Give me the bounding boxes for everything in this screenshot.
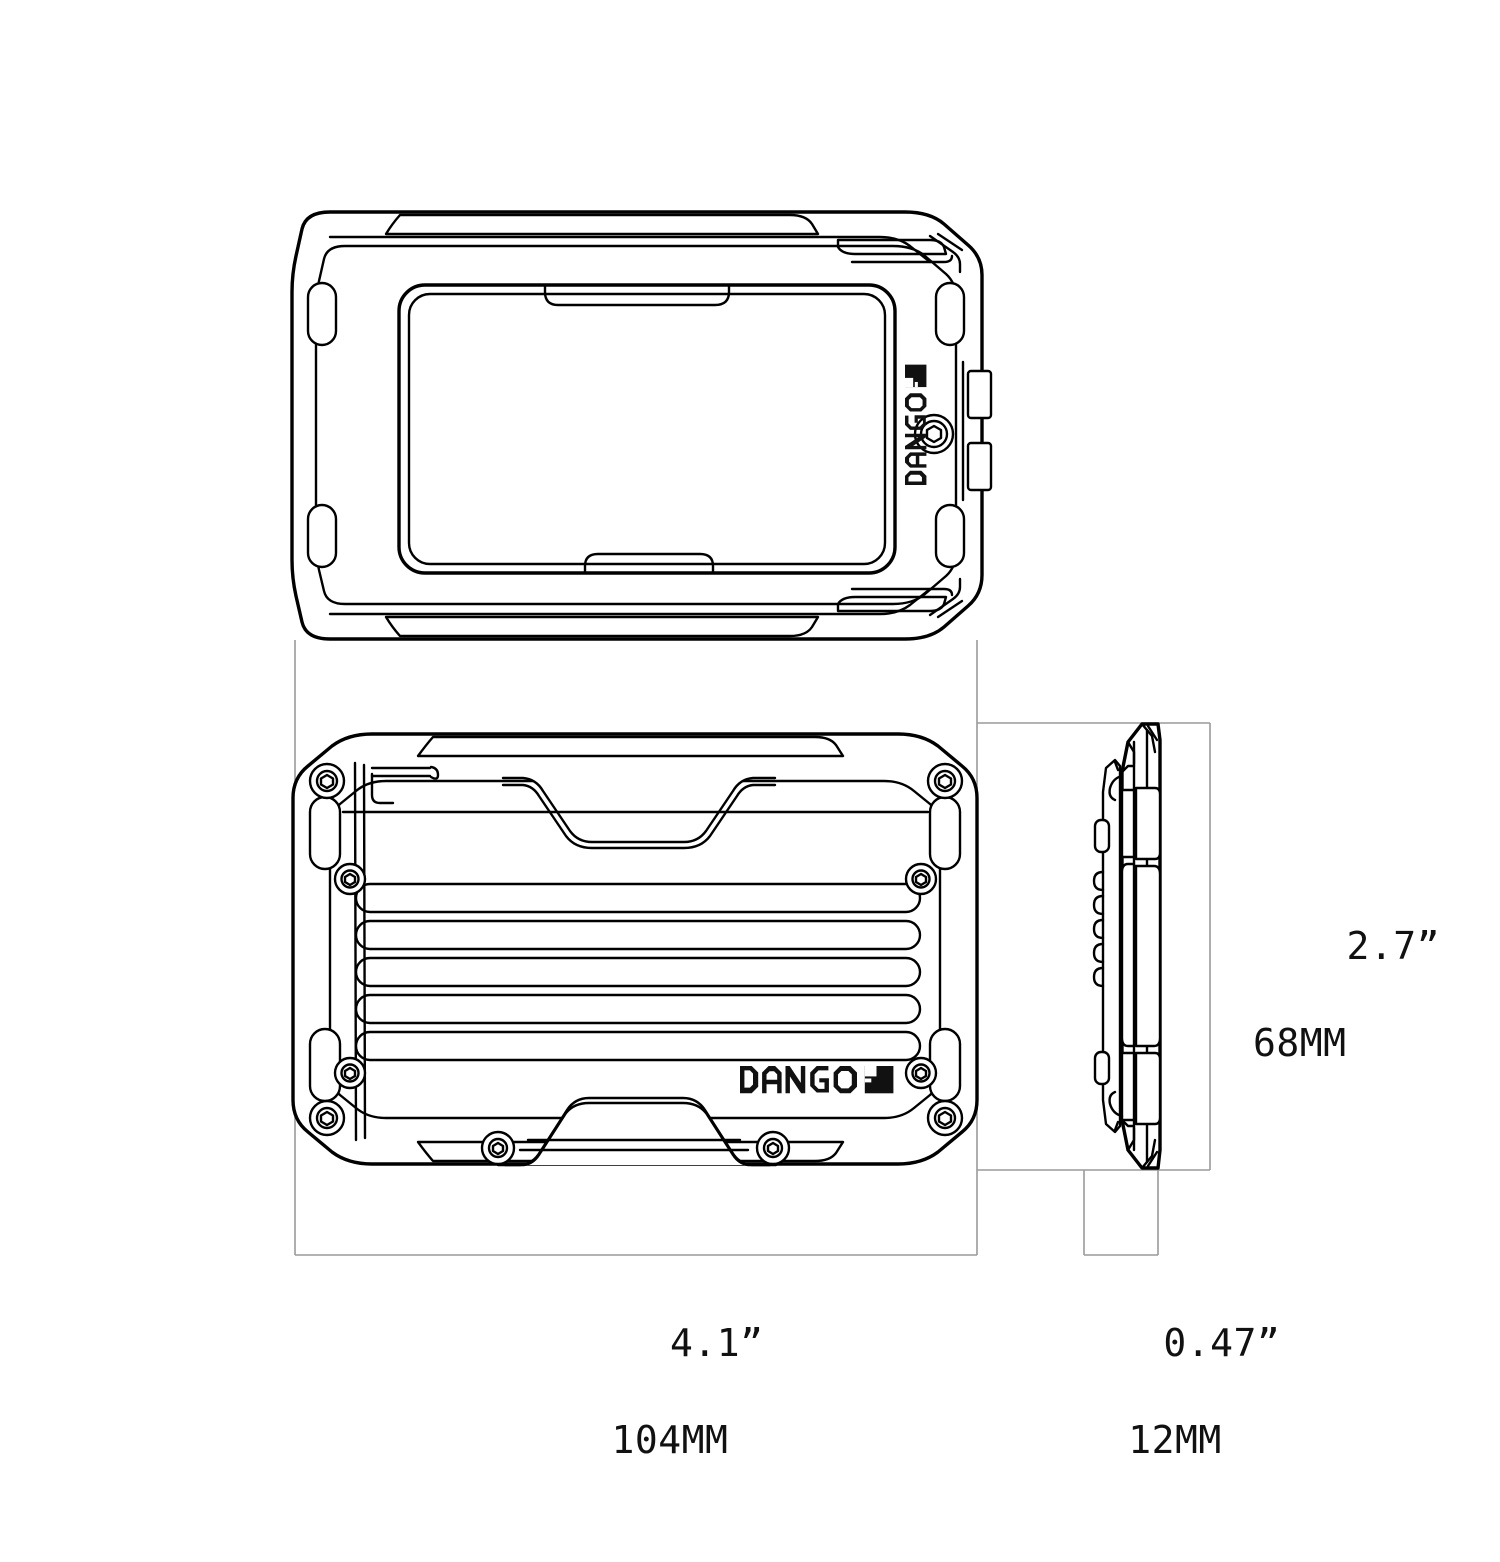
front-grip-tab-top-left xyxy=(306,281,338,347)
back-screw-bottom-left xyxy=(308,1099,346,1137)
dimension-width-mm: 104MM xyxy=(611,1417,729,1462)
back-screw-mid-right xyxy=(904,862,938,896)
back-dango-wordmark xyxy=(740,1066,894,1094)
dimension-height-mm: 68MM xyxy=(1253,1020,1347,1065)
dimension-label-thickness: 0.47” 12MM xyxy=(1065,1270,1285,1562)
side-pad-upper xyxy=(1093,818,1111,854)
back-thumb-notch-top xyxy=(501,776,777,844)
side-clip-hook-bottom xyxy=(1108,1090,1124,1118)
back-screw-base-right xyxy=(755,1130,791,1166)
side-block-lower xyxy=(1120,1051,1136,1122)
side-cover-plate xyxy=(1101,758,1122,1134)
front-bottom-latch-clip xyxy=(836,577,964,619)
front-top-grip-bar xyxy=(384,213,820,236)
side-block-center-right xyxy=(1134,864,1162,1048)
side-block-lower-2 xyxy=(1134,1051,1162,1126)
front-grip-tab-bottom-right xyxy=(934,503,966,569)
side-block-center-left xyxy=(1120,862,1136,1048)
front-dango-wordmark xyxy=(905,364,927,485)
back-top-grip-bar xyxy=(416,735,845,758)
front-card-window-outer xyxy=(397,283,897,575)
back-grip-pad-bottom-left xyxy=(308,1027,342,1103)
front-side-tab-upper xyxy=(966,369,993,420)
front-bottom-grip-bar xyxy=(384,615,820,638)
dimension-label-width: 4.1” 104MM xyxy=(560,1270,780,1562)
front-window-bottom-notch xyxy=(583,552,715,575)
dimension-width-inches: 4.1” xyxy=(670,1320,764,1365)
side-block-upper-2 xyxy=(1134,786,1162,861)
dimension-thickness-mm: 12MM xyxy=(1128,1417,1222,1462)
back-screw-bottom-right xyxy=(926,1099,964,1137)
dimension-label-height: 2.7” 68MM xyxy=(1253,873,1440,1165)
side-clip-hook-top xyxy=(1108,774,1124,802)
back-screw-top-right xyxy=(926,762,964,800)
front-window-top-notch xyxy=(543,283,731,307)
back-grip-pad-top-left xyxy=(308,795,342,871)
drawing-canvas: .ln{fill:none;stroke:#000;stroke-width:3… xyxy=(290,210,1440,1462)
front-side-tab-lower xyxy=(966,441,993,492)
back-bottom-grip-bar xyxy=(416,1140,845,1163)
technical-drawing-svg: .ln{fill:none;stroke:#000;stroke-width:3… xyxy=(290,210,1211,1256)
side-block-upper xyxy=(1120,788,1136,859)
front-grip-tab-top-right xyxy=(934,281,966,347)
side-pad-lower xyxy=(1093,1050,1111,1086)
side-view-group xyxy=(1092,722,1162,1170)
front-top-latch-clip xyxy=(836,232,964,274)
front-grip-tab-bottom-left xyxy=(306,503,338,569)
back-screw-top-left xyxy=(308,762,346,800)
back-screw-lower-right xyxy=(904,1056,938,1090)
front-view-group xyxy=(290,210,993,641)
back-screw-lower-left xyxy=(333,1056,367,1090)
dimension-height-inches: 2.7” xyxy=(1346,923,1441,968)
back-screw-base-left xyxy=(480,1130,516,1166)
dimension-thickness-inches: 0.47” xyxy=(1163,1320,1281,1365)
front-card-window-inner xyxy=(407,292,887,566)
side-serrated-grip xyxy=(1092,870,1105,988)
back-screw-mid-left xyxy=(333,862,367,896)
back-grip-pad-top-right xyxy=(928,795,962,871)
back-view-group xyxy=(291,732,979,1167)
